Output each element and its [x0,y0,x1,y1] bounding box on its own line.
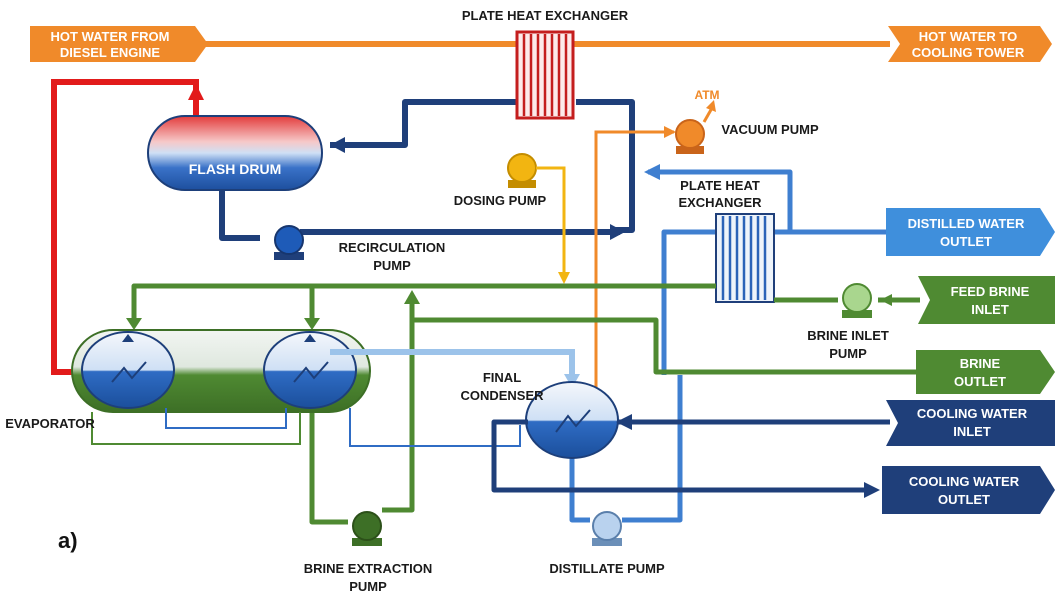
brine-extraction-pump [352,511,382,546]
brine-outlet-label: BRINE [960,356,1001,371]
brine-extraction-pump-label: BRINE EXTRACTION [304,561,433,576]
arrow-left-icon [644,164,660,180]
brine-outlet-label-2: OUTLET [954,374,1006,389]
plate-heat-exchanger-label: PLATE HEAT EXCHANGER [462,8,629,23]
final-condenser [525,381,619,459]
cooling-water-outlet-tag [882,466,1055,514]
flash-drum [147,115,323,191]
vacuum-pump [675,100,716,154]
brine-lines [131,283,920,525]
vacuum-line [594,130,674,410]
recirculation-pump-label-2: PUMP [373,258,411,273]
dosing-pump [507,153,537,188]
arrow-up-icon [188,84,204,100]
plate-heat-exchanger-top [515,30,575,120]
distilled-water-outlet-label: DISTILLED WATER [908,216,1025,231]
feed-brine-inlet-label: FEED BRINE [951,284,1030,299]
plate-heat-exchanger-2-label: PLATE HEAT [680,178,760,193]
brine-inlet-pump [842,283,872,318]
flash-drum-label: FLASH DRUM [189,161,282,177]
hot-water-inlet-label-2: DIESEL ENGINE [60,45,161,60]
distilled-water-outlet-label-2: OUTLET [940,234,992,249]
brine-inlet-pump-label-2: PUMP [829,346,867,361]
evaporator [71,329,521,447]
final-condenser-label: FINAL [483,370,521,385]
final-condenser-label-2: CONDENSER [460,388,544,403]
brine-inlet-pump-label: BRINE INLET [807,328,889,343]
arrow-up-icon [404,290,420,304]
feed-brine-inlet-label-2: INLET [971,302,1009,317]
arrow-down-icon [558,272,570,284]
hot-water-outlet-label: HOT WATER TO [919,29,1017,44]
plate-heat-exchanger-right [715,213,775,303]
cooling-water-outlet-label-2: OUTLET [938,492,990,507]
dosing-pump-label: DOSING PUMP [454,193,547,208]
cooling-water-lines [491,419,890,493]
arrow-right-icon [610,224,625,240]
arrow-down-icon [304,318,320,330]
arrow-left-icon [616,414,632,430]
cooling-water-inlet-label: COOLING WATER [917,406,1028,421]
arrow-down-icon [126,318,142,330]
hot-water-outlet-label-2: COOLING TOWER [912,45,1025,60]
recirculation-pump [274,225,304,260]
panel-label: a) [58,528,78,553]
distillate-lines [569,169,888,523]
dosing-line [536,166,566,278]
brine-outlet-tag [916,350,1055,394]
dark-blue-loop [219,99,635,241]
vacuum-pump-label: VACUUM PUMP [721,122,819,137]
feed-brine-inlet-tag [918,276,1055,324]
evaporator-label: EVAPORATOR [5,416,95,431]
vapor-line [330,349,575,378]
atm-label: ATM [694,88,719,102]
cooling-water-inlet-label-2: INLET [953,424,991,439]
cooling-water-outlet-label: COOLING WATER [909,474,1020,489]
brine-extraction-pump-label-2: PUMP [349,579,387,594]
plate-heat-exchanger-2-label-2: EXCHANGER [678,195,762,210]
recirculation-pump-label: RECIRCULATION [339,240,446,255]
distillate-pump-label: DISTILLATE PUMP [549,561,665,576]
hot-water-inlet-label: HOT WATER FROM [51,29,170,44]
cooling-water-inlet-tag [886,400,1055,446]
arrow-left-icon [880,294,892,306]
distilled-water-outlet-tag [886,208,1055,256]
distillate-pump [592,511,622,546]
arrow-right-icon [864,482,880,498]
arrow-right-icon [664,126,676,138]
arrow-left-icon [330,137,345,153]
